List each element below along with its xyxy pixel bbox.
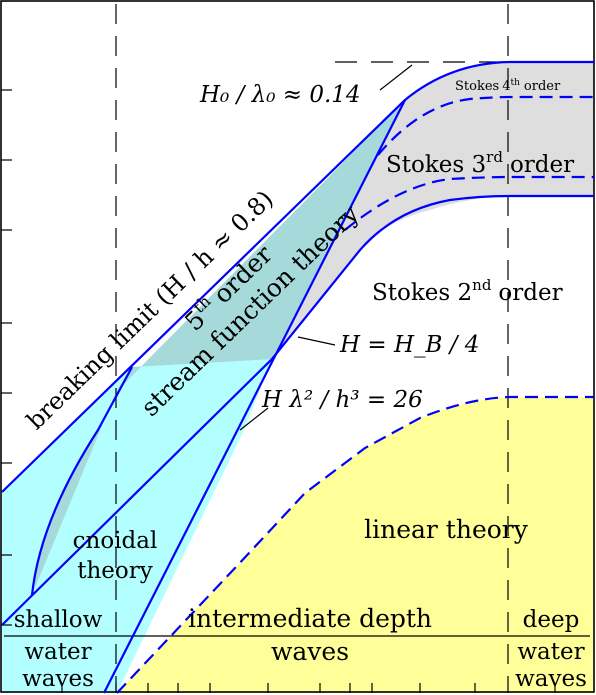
intermediate-label-2: waves <box>271 637 349 666</box>
cnoidal-boundary-curve <box>30 366 133 596</box>
intermediate-label-1: intermediate depth <box>188 604 432 633</box>
shallow-label-2: water <box>24 639 91 665</box>
cnoidal-label-2: theory <box>77 558 153 584</box>
linear-theory-label: linear theory <box>364 515 529 544</box>
steepness-pointer <box>379 64 413 91</box>
hb-pointer <box>297 336 336 346</box>
bottom-axis-ticks <box>61 683 556 693</box>
ursell-pointer <box>239 407 269 431</box>
linear-theory-region <box>117 397 594 693</box>
stokes-3-4-boundary <box>377 95 594 156</box>
stokes-2-3-boundary <box>344 175 594 231</box>
stokes-region <box>272 62 594 359</box>
shallow-label-1: shallow <box>14 607 103 633</box>
deep-label-1: deep <box>523 607 580 633</box>
shallow-label-3: waves <box>22 666 94 692</box>
hb-curve <box>1 194 594 626</box>
deep-label-2: water <box>517 639 584 665</box>
ursell-line <box>103 99 406 694</box>
steepness-label: H₀ / λ₀ ≈ 0.14 <box>199 82 361 108</box>
ursell-label: H λ² / h³ = 26 <box>261 387 423 413</box>
cnoidal-region <box>2 359 272 693</box>
deep-label-3: waves <box>515 666 587 692</box>
hb-label: H = H_B / 4 <box>339 332 479 358</box>
cnoidal-label-1: cnoidal <box>73 528 158 554</box>
linear-limit-curve <box>116 395 594 694</box>
breaking-limit-curve <box>1 60 594 493</box>
stream-function-region <box>32 100 405 595</box>
